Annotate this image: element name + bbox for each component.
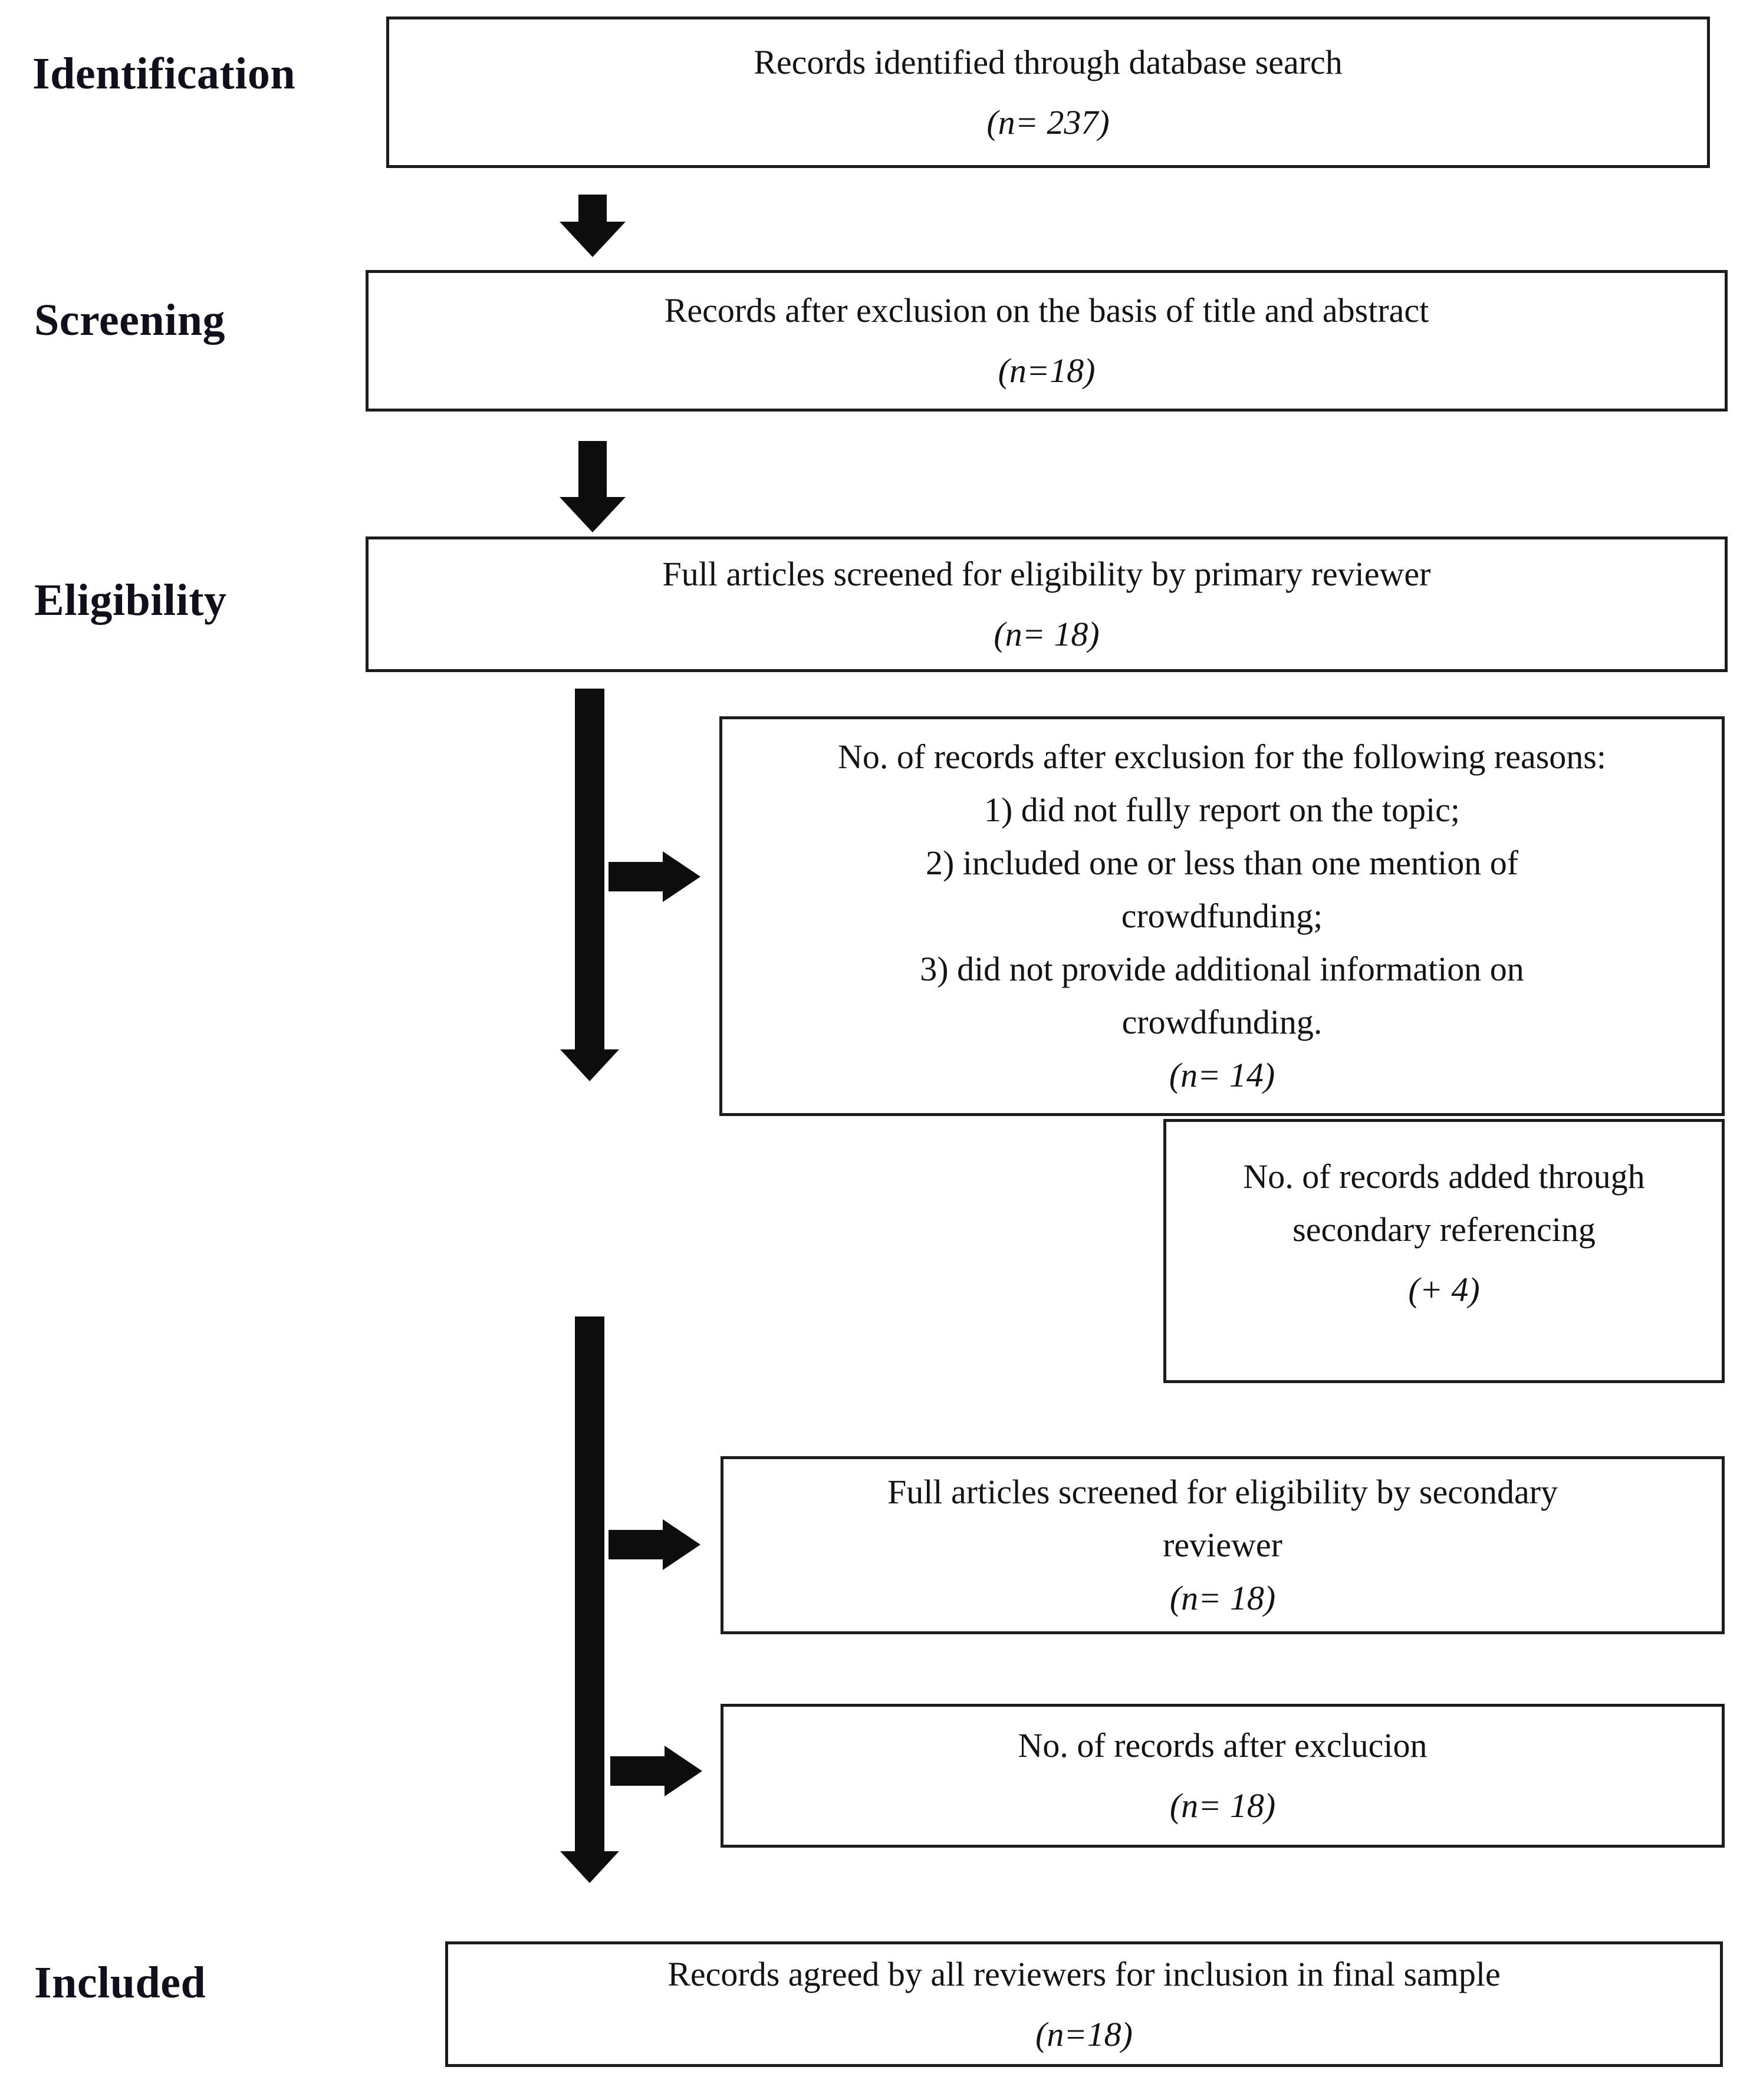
box-records-excluded-reasons: No. of records after exclusion for the f…: [719, 716, 1725, 1116]
box-count: (n= 18): [994, 615, 1100, 653]
arrow-head-right: [663, 851, 700, 902]
arrow-eligibility-long-second: [560, 1316, 619, 1883]
box-count: (n= 14): [1169, 1056, 1275, 1094]
arrow-branch-to-exclusion-reasons: [609, 851, 700, 902]
box-records-agreed-final-sample: Records agreed by all reviewers for incl…: [445, 1941, 1723, 2067]
box-count: (+ 4): [1408, 1270, 1480, 1309]
box-records-after-title-abstract-exclusion: Records after exclusion on the basis of …: [366, 270, 1728, 412]
box-text: Records after exclusion on the basis of …: [664, 291, 1429, 330]
box-text: No. of records after exclusion for the f…: [838, 738, 1606, 776]
box-count: (n= 18): [1169, 1579, 1276, 1617]
box-text: crowdfunding.: [1121, 1003, 1323, 1041]
box-text: 2) included one or less than one mention…: [925, 844, 1519, 882]
box-count: (n= 237): [986, 103, 1110, 141]
box-text: reviewer: [1163, 1526, 1282, 1564]
box-text: No. of records after exclucion: [1018, 1726, 1427, 1765]
stage-label-screening: Screening: [34, 295, 225, 345]
box-records-identified: Records identified through database sear…: [386, 17, 1710, 168]
box-text: secondary referencing: [1292, 1210, 1596, 1249]
box-count: (n=18): [1035, 2015, 1133, 2053]
box-text: Records agreed by all reviewers for incl…: [667, 1954, 1501, 1993]
box-records-added-secondary-referencing: No. of records added through secondary r…: [1163, 1119, 1725, 1383]
box-text: Full articles screened for eligibility b…: [887, 1473, 1558, 1511]
arrow-branch-to-secondary-reviewer: [609, 1519, 700, 1570]
box-count: (n=18): [998, 351, 1096, 390]
arrow-shaft: [578, 195, 607, 222]
arrow-screening-to-eligibility: [560, 441, 626, 532]
arrow-head-down: [560, 222, 626, 257]
arrow-eligibility-long-first: [560, 689, 619, 1081]
arrow-branch-to-after-exclusion: [610, 1746, 702, 1796]
box-text: No. of records added through: [1243, 1157, 1645, 1196]
arrow-identification-to-screening: [560, 195, 626, 257]
arrow-head-down: [560, 497, 626, 532]
stage-label-included: Included: [34, 1958, 206, 2007]
box-text: 1) did not fully report on the topic;: [984, 791, 1460, 829]
box-full-articles-secondary-reviewer: Full articles screened for eligibility b…: [721, 1456, 1725, 1634]
stage-label-identification: Identification: [32, 49, 296, 98]
arrow-head-down: [560, 1851, 619, 1883]
box-text: 3) did not provide additional informatio…: [920, 950, 1524, 988]
arrow-shaft: [575, 1316, 604, 1851]
box-full-articles-primary-reviewer: Full articles screened for eligibility b…: [366, 536, 1728, 672]
arrow-shaft: [610, 1756, 665, 1786]
stage-label-eligibility: Eligibility: [34, 575, 227, 625]
arrow-head-right: [663, 1519, 700, 1570]
box-text: Full articles screened for eligibility b…: [662, 555, 1431, 593]
arrow-shaft: [575, 689, 604, 1049]
arrow-head-right: [665, 1746, 702, 1796]
arrow-shaft: [609, 862, 663, 891]
arrow-head-down: [560, 1049, 619, 1081]
arrow-shaft: [609, 1530, 663, 1559]
arrow-shaft: [578, 441, 607, 497]
box-records-after-exclusion: No. of records after exclucion (n= 18): [721, 1704, 1725, 1848]
box-text: crowdfunding;: [1121, 897, 1323, 935]
box-text: Records identified through database sear…: [754, 42, 1343, 81]
box-count: (n= 18): [1169, 1786, 1276, 1825]
